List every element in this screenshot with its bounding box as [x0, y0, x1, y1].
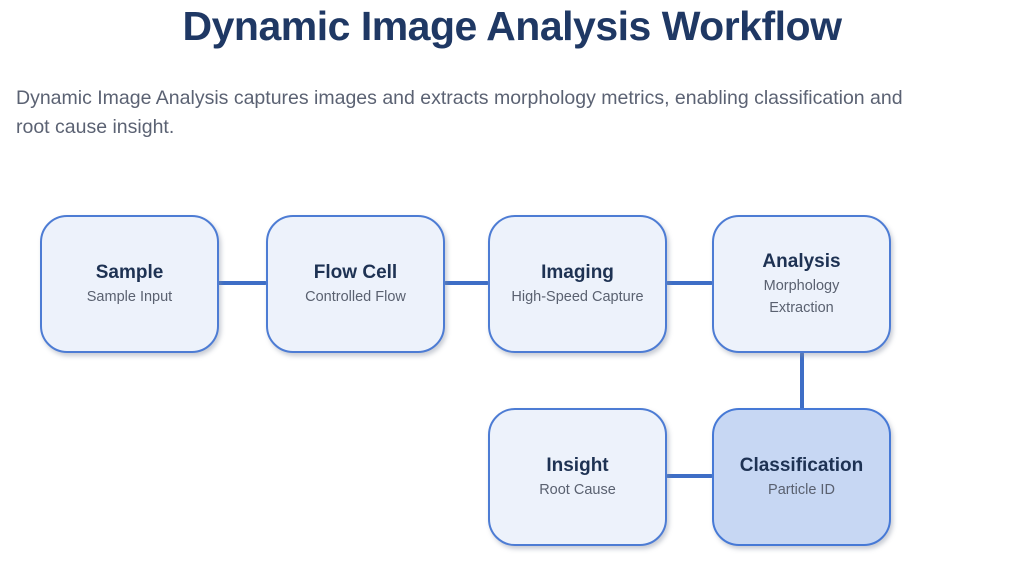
- node-subtitle: Particle ID: [768, 481, 835, 498]
- connector-imaging-analysis: [666, 281, 713, 285]
- node-title: Classification: [739, 454, 864, 476]
- node-subtitle: High-Speed Capture: [511, 288, 644, 305]
- node-subtitle: Controlled Flow: [305, 288, 406, 305]
- node-subtitle: Sample Input: [86, 288, 173, 305]
- page-description-line-1: Dynamic Image Analysis captures images a…: [16, 87, 903, 109]
- page-title: Dynamic Image Analysis Workflow: [182, 3, 842, 49]
- node-insight: Insight Root Cause: [488, 408, 667, 546]
- node-sample: Sample Sample Input: [40, 215, 219, 353]
- node-subtitle: Root Cause: [539, 481, 616, 498]
- node-flow-cell: Flow Cell Controlled Flow: [266, 215, 445, 353]
- node-subtitle: Morphology Extraction: [763, 278, 840, 316]
- page-description: Dynamic Image Analysis captures images a…: [16, 84, 1001, 142]
- connector-insight-classification: [666, 474, 713, 478]
- node-title: Sample: [95, 261, 164, 283]
- node-title: Flow Cell: [313, 261, 398, 283]
- connector-analysis-classification: [800, 352, 804, 410]
- node-title: Analysis: [762, 251, 841, 272]
- connector-sample-flowcell: [217, 281, 267, 285]
- node-classification: Classification Particle ID: [712, 408, 891, 546]
- node-title: Insight: [546, 454, 609, 476]
- node-title: Imaging: [541, 261, 614, 283]
- connector-flowcell-imaging: [444, 281, 489, 285]
- page-description-line-2: root cause insight.: [16, 116, 175, 138]
- node-imaging: Imaging High-Speed Capture: [488, 215, 667, 353]
- node-analysis: Analysis Morphology Extraction: [712, 215, 891, 353]
